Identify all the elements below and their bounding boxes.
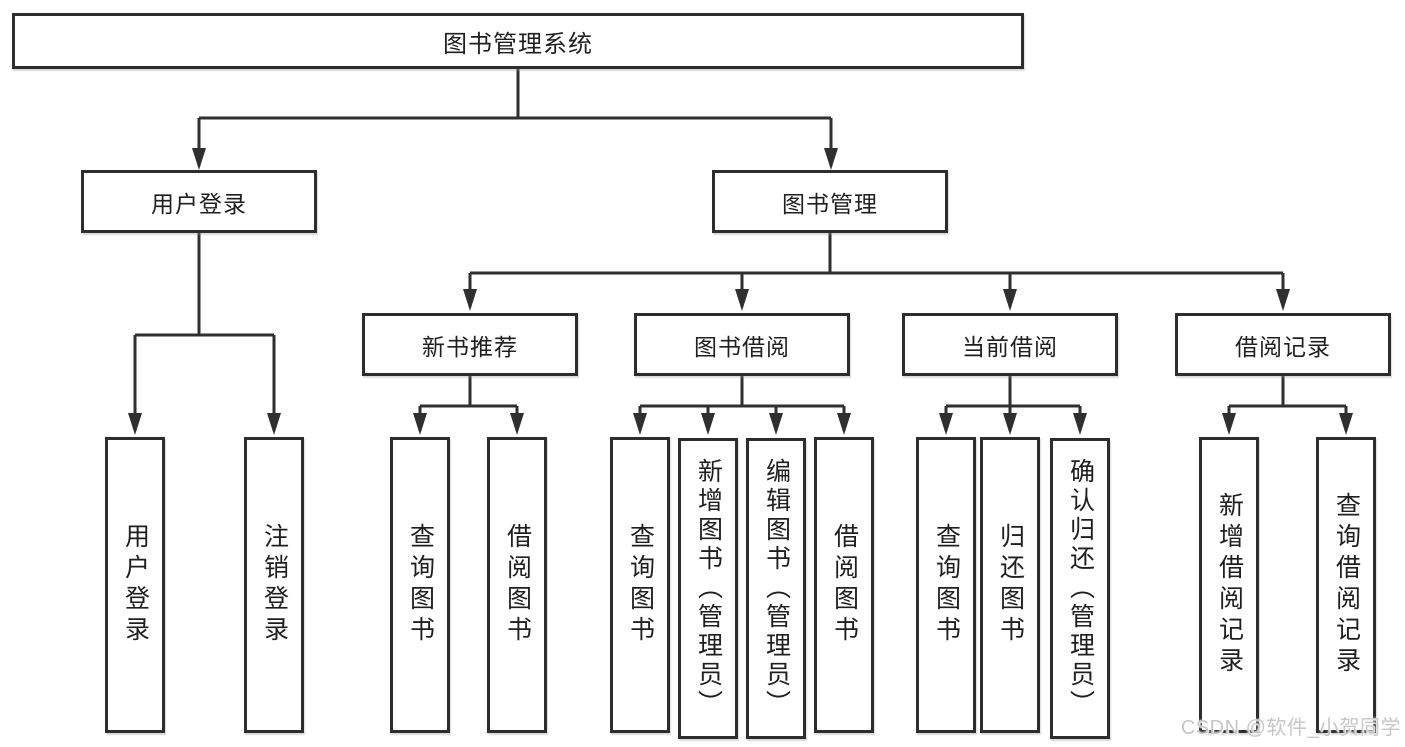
leaf-borrow-books-recommend: 借阅图书 bbox=[487, 437, 547, 733]
leaf-search-books-borrow: 查询图书 bbox=[610, 437, 670, 733]
leaf-return-books: 归还图书 bbox=[980, 437, 1040, 733]
node-current-borrowing: 当前借阅 bbox=[902, 313, 1118, 376]
leaf-edit-book-admin: 编辑图书（管理员） bbox=[746, 438, 806, 739]
leaf-search-books-current: 查询图书 bbox=[916, 437, 976, 733]
node-new-book-recommendation: 新书推荐 bbox=[362, 313, 578, 376]
node-user-login: 用户登录 bbox=[81, 170, 317, 233]
leaf-logout: 注销登录 bbox=[244, 437, 304, 733]
leaf-add-borrow-record: 新增借阅记录 bbox=[1199, 437, 1259, 733]
node-borrowing-records: 借阅记录 bbox=[1175, 313, 1391, 376]
leaf-search-books-recommend: 查询图书 bbox=[390, 437, 450, 733]
leaf-confirm-return-admin: 确认归还（管理员） bbox=[1050, 438, 1110, 739]
watermark: CSDN @软件_小贺同学 bbox=[1180, 717, 1401, 739]
node-root: 图书管理系统 bbox=[12, 13, 1024, 69]
node-book-management: 图书管理 bbox=[712, 170, 948, 233]
leaf-user-login: 用户登录 bbox=[105, 437, 165, 733]
leaf-add-book-admin: 新增图书（管理员） bbox=[678, 438, 738, 739]
leaf-borrow-books: 借阅图书 bbox=[814, 437, 874, 733]
leaf-search-borrow-record: 查询借阅记录 bbox=[1316, 437, 1376, 733]
node-book-borrowing: 图书借阅 bbox=[634, 313, 850, 376]
